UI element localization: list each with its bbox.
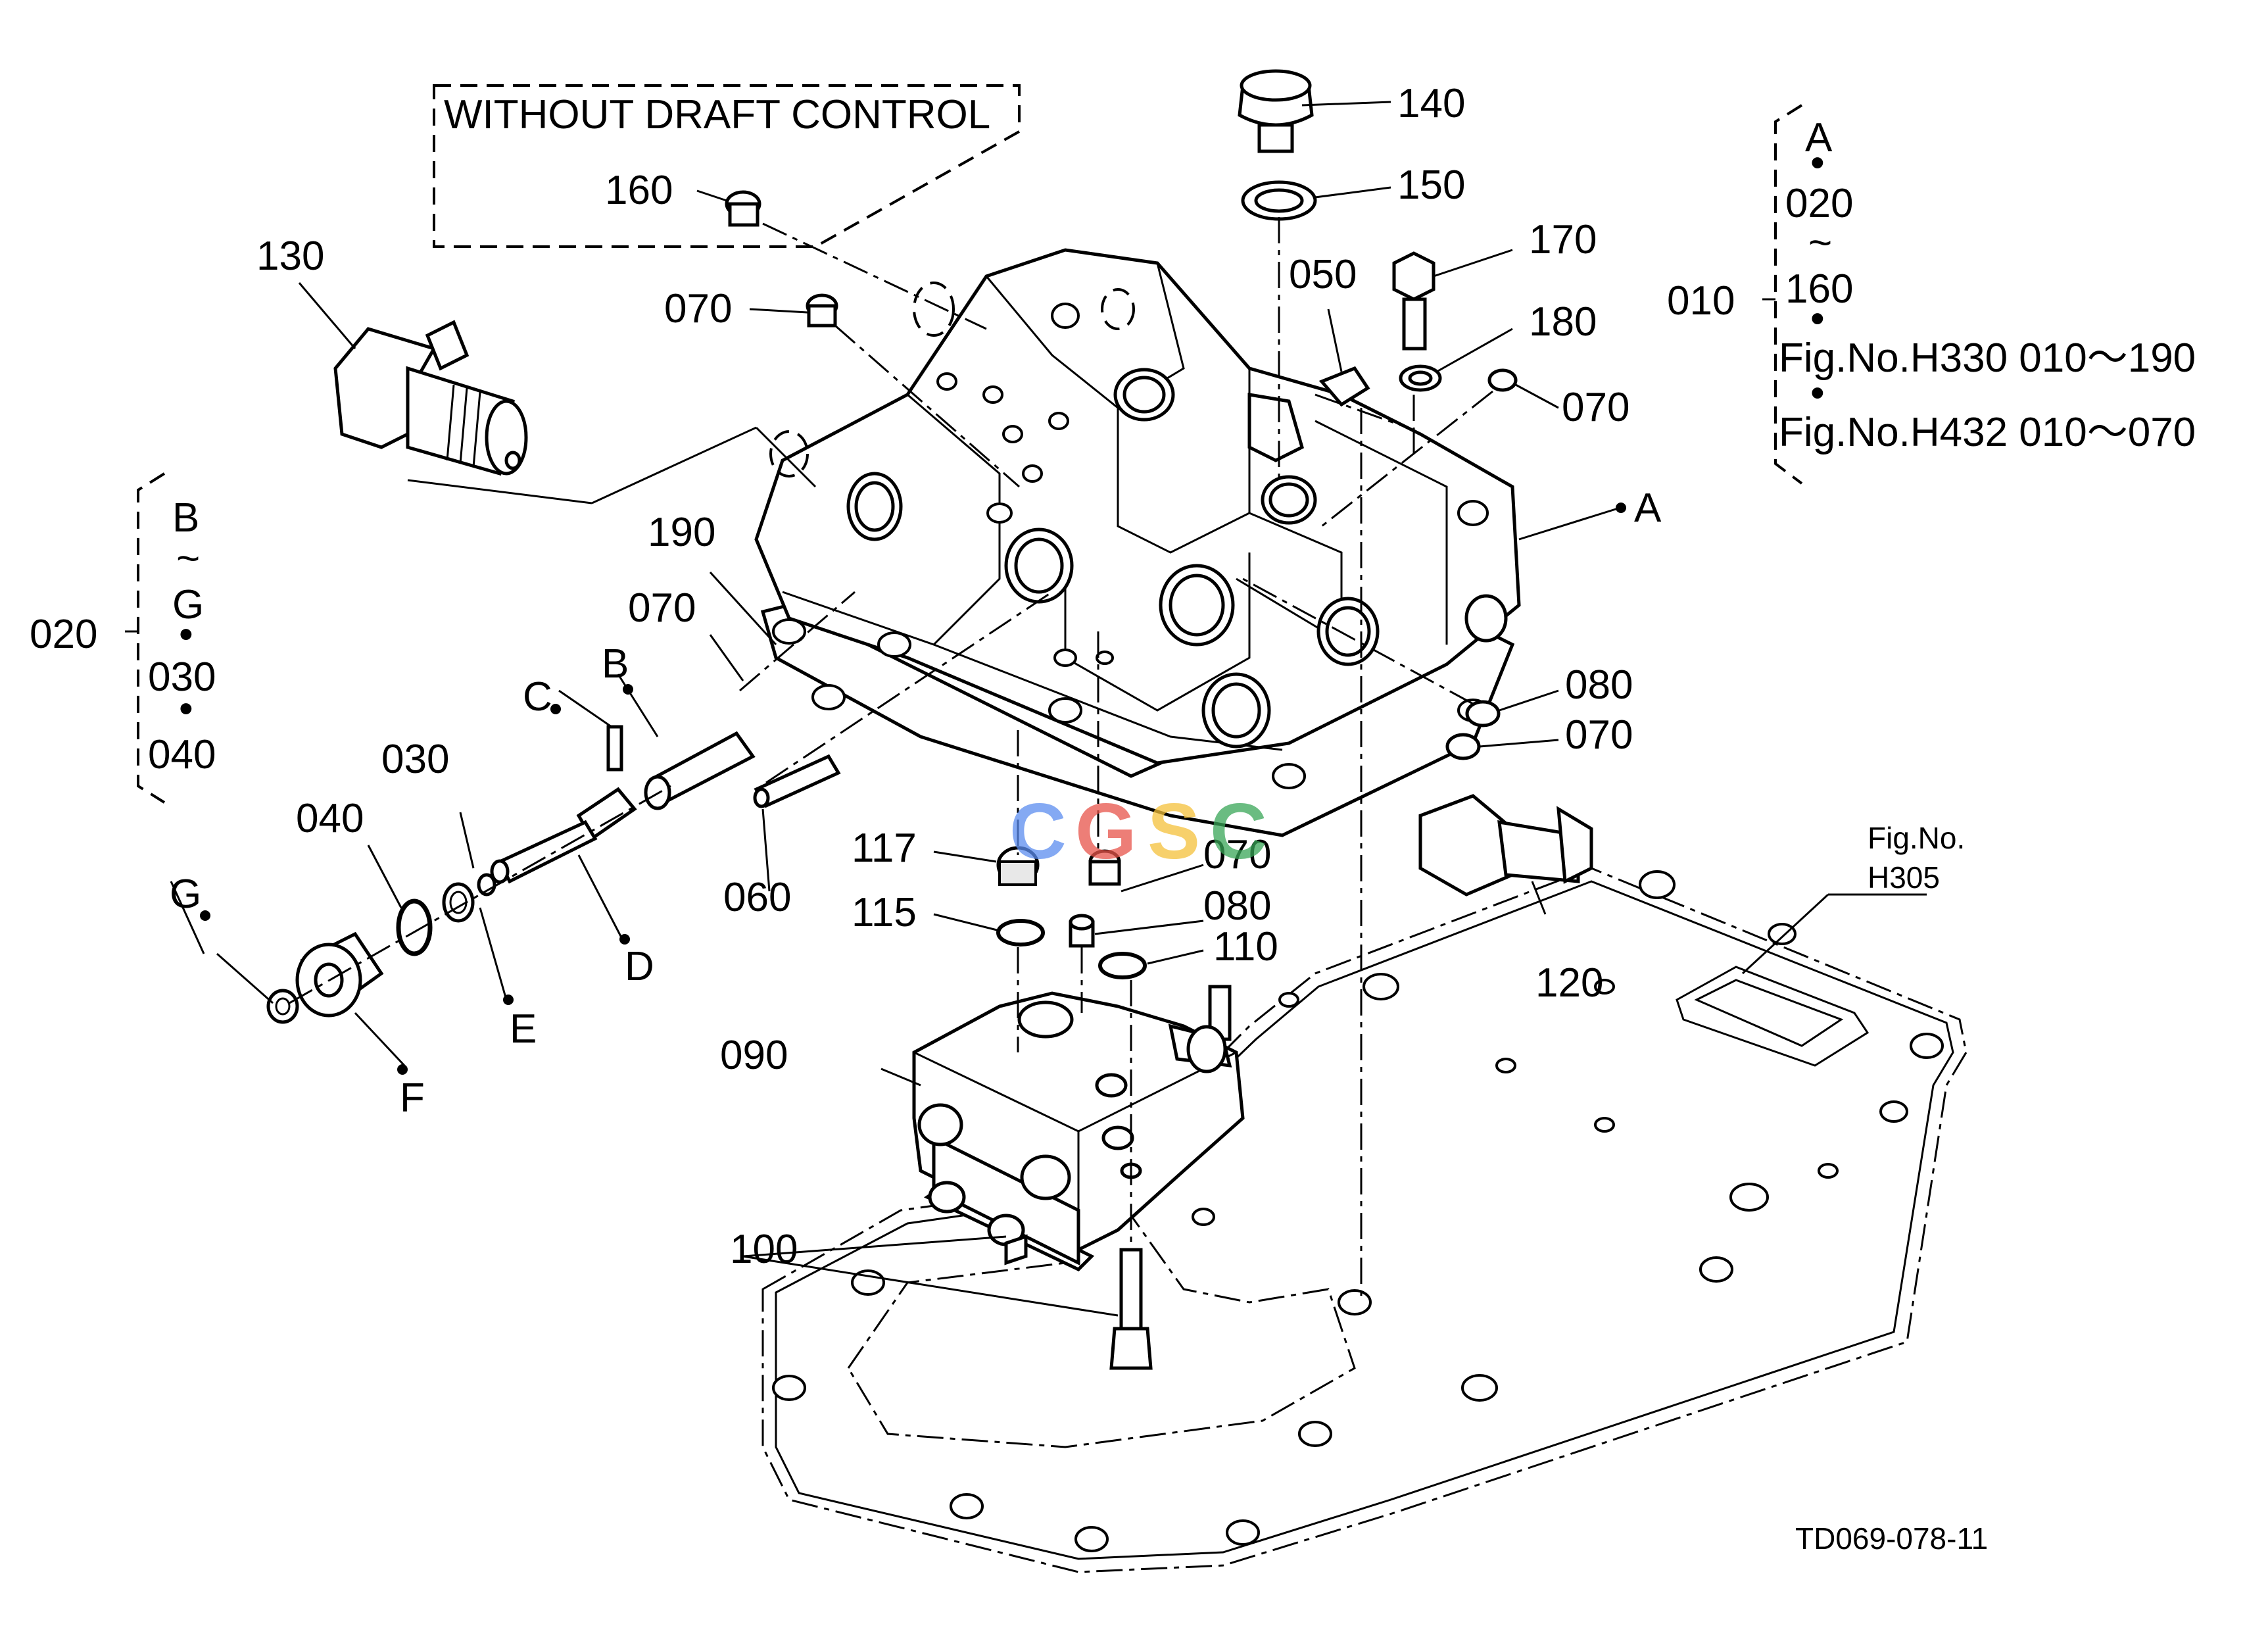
label-040: 040 (296, 796, 364, 841)
callout-box-title: WITHOUT DRAFT CONTROL (444, 92, 990, 137)
label-070-right: 070 (1565, 712, 1633, 758)
group-020-bracket: 020 B ~ G • 030 • 040 (30, 472, 216, 804)
valve-body-A (754, 248, 1521, 837)
part-140-plug (1238, 69, 1314, 153)
label-020: 020 (30, 612, 97, 657)
group-010-line5: Fig.No.H432 010～070 (1779, 410, 2196, 455)
part-150-washer (1241, 180, 1317, 221)
part-090-valve (912, 985, 1245, 1272)
callout-box-without-draft-control: WITHOUT DRAFT CONTROL (433, 84, 1021, 248)
point-label-A: A (1634, 485, 1662, 531)
point-label-C: C (523, 674, 552, 720)
label-070-upper-left: 070 (664, 286, 732, 332)
label-070-left: 070 (628, 585, 696, 631)
part-070-plug-upper-right (1487, 368, 1518, 392)
point-label-B: B (602, 641, 629, 687)
group-020-dot1: • (179, 612, 193, 657)
label-080-right: 080 (1565, 662, 1633, 708)
part-130-fitting (333, 320, 528, 476)
part-170-bolt (1392, 251, 1436, 351)
group-010-line2: 020 (1785, 181, 1853, 226)
group-010-bracket: 010 A • 020 ~ 160 • Fig.No.H330 010～190 … (1667, 104, 2196, 485)
group-020-line4: 040 (148, 732, 216, 777)
label-080-center: 080 (1203, 883, 1271, 929)
drawing-id: TD069-078-11 (1795, 1521, 1988, 1556)
watermark-letter-c2: C (1210, 787, 1267, 875)
part-080-plug-center (1069, 914, 1095, 948)
label-070-center: 070 (1203, 832, 1271, 877)
group-020-tilde: ~ (176, 536, 200, 581)
point-label-F: F (400, 1075, 425, 1121)
part-180-washer (1399, 364, 1442, 392)
spool-assembly (266, 725, 756, 1024)
part-160-plug (725, 190, 761, 227)
label-120: 120 (1535, 960, 1603, 1006)
part-060-pin (753, 754, 841, 808)
point-labels: A B C D E F G (170, 485, 1662, 1121)
group-010-line3: 160 (1785, 266, 1853, 312)
part-number-labels: 130 160 070 140 150 170 050 180 070 190 … (256, 81, 1633, 1272)
part-115-oring (996, 919, 1045, 946)
part-070-plug-right (1445, 733, 1481, 760)
label-115: 115 (852, 890, 917, 935)
part-070-plug-upper-left (806, 293, 838, 328)
leader-lines (170, 101, 1927, 1317)
watermark-letter-c1: C (1009, 787, 1067, 875)
label-070-upper-right: 070 (1562, 385, 1629, 430)
label-160: 160 (605, 168, 673, 213)
watermark-letter-s: S (1147, 787, 1200, 875)
part-117-filter (996, 846, 1040, 886)
group-010-line4: Fig.No.H330 010～190 (1779, 335, 2196, 381)
point-label-D: D (625, 944, 654, 989)
figure-ref-line1: Fig.No. (1868, 821, 1965, 855)
label-140: 140 (1397, 81, 1465, 126)
group-010-dot2: • (1810, 296, 1825, 341)
group-020-line1: B (172, 495, 199, 541)
part-050-plug (1318, 366, 1370, 407)
group-010-line1: A (1805, 115, 1833, 160)
label-060: 060 (723, 875, 791, 920)
group-010-dot1: • (1810, 140, 1825, 185)
label-010: 010 (1667, 278, 1735, 324)
label-090: 090 (720, 1033, 788, 1078)
label-190: 190 (648, 510, 715, 555)
label-170: 170 (1529, 217, 1597, 262)
label-050: 050 (1289, 252, 1357, 297)
part-100-bolt (1109, 1248, 1153, 1370)
label-100: 100 (730, 1227, 798, 1272)
group-010-dot3: • (1810, 370, 1825, 416)
part-080-plug-right (1465, 700, 1501, 727)
label-110: 110 (1213, 924, 1278, 970)
label-130: 130 (256, 234, 324, 279)
label-150: 150 (1397, 162, 1465, 208)
label-030: 030 (381, 737, 449, 782)
watermark-cgsc: C G S C (1009, 787, 1267, 875)
part-110-oring (1098, 952, 1147, 979)
label-117: 117 (852, 825, 917, 871)
watermark-letter-g: G (1075, 787, 1136, 875)
part-070-plug-center (1088, 849, 1121, 886)
label-180: 180 (1529, 299, 1597, 345)
group-020-line3: 030 (148, 654, 216, 700)
center-lines (289, 217, 1493, 1302)
part-120-fitting (1418, 794, 1593, 897)
base-plate (761, 867, 1967, 1573)
figure-ref-line2: H305 (1868, 860, 1940, 895)
group-020-dot2: • (179, 686, 193, 731)
point-label-E: E (510, 1006, 537, 1052)
figure-reference-h305: Fig.No. H305 (1868, 821, 1965, 895)
group-020-line2: G (172, 582, 204, 627)
group-010-tilde: ~ (1808, 220, 1832, 266)
point-label-G: G (170, 872, 201, 917)
